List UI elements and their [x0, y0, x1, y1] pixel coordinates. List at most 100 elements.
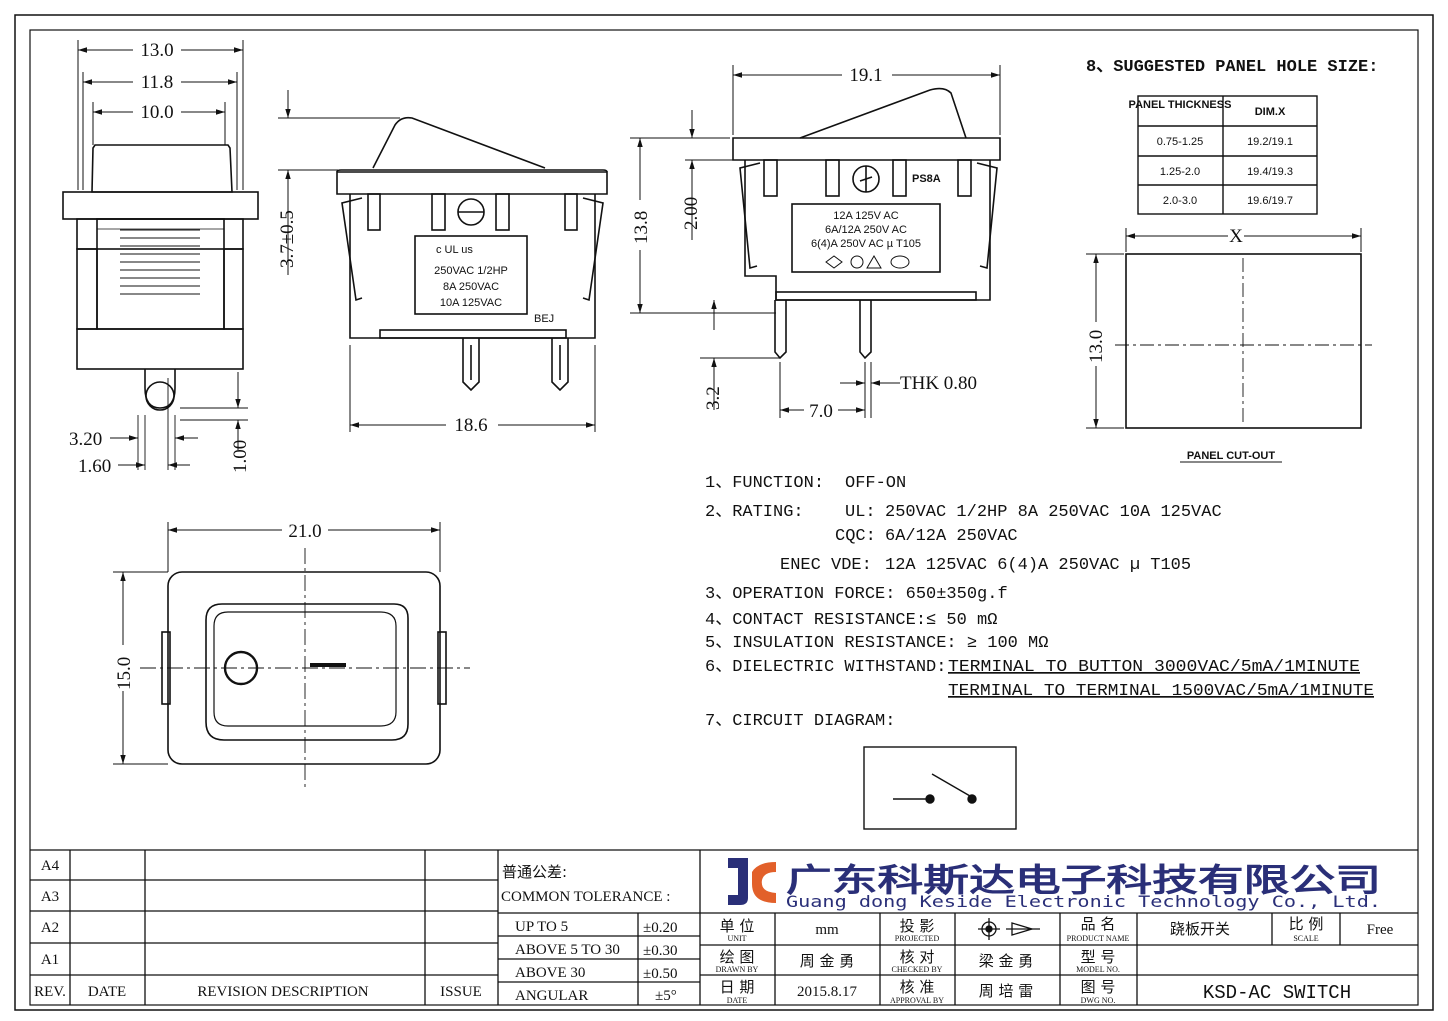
rev-row-a4: A4: [41, 858, 60, 874]
rear-view: [732, 87, 1001, 360]
title-block-grid: [30, 849, 1418, 1005]
dim-11-8: 11.8: [141, 72, 174, 93]
projection-symbol-icon: [978, 918, 1040, 940]
panel-row-1-thickness: 0.75-1.25: [1157, 136, 1203, 148]
tolerance-title-en: COMMON TOLERANCE :: [501, 889, 670, 905]
spec-dielectric-label: 6、DIELECTRIC WITHSTAND:: [705, 658, 946, 677]
rear-label-2: 6A/12A 250V AC: [825, 224, 907, 236]
side-view: [62, 144, 259, 470]
drawn-by-en: DRAWN BY: [716, 965, 759, 974]
spec-enec-value: 12A 125VAC 6(4)A 250VAC µ T105: [885, 556, 1191, 575]
rev-row-a1: A1: [41, 952, 59, 968]
rev-row-a3: A3: [41, 889, 59, 905]
side-view-dimensions: [77, 40, 248, 468]
company-logo: [728, 858, 776, 905]
front-view-dimensions: [278, 90, 596, 432]
spec-function-value: OFF-ON: [845, 474, 906, 493]
front-label-3: 10A 125VAC: [440, 297, 502, 309]
dim-13-0: 13.0: [140, 40, 173, 61]
rear-label-1: 12A 125V AC: [833, 210, 898, 222]
spec-cqc-value: 6A/12A 250VAC: [885, 527, 1018, 546]
spec-ul-label: UL:: [845, 503, 876, 522]
rev-header-issue: ISSUE: [440, 984, 482, 1000]
spec-ul-value: 250VAC 1/2HP 8A 250VAC 10A 125VAC: [885, 503, 1222, 522]
dim-2-00: 2.00: [681, 197, 702, 230]
dwg-no-en: DWG NO.: [1081, 996, 1116, 1005]
panel-x-label: X: [1229, 226, 1243, 247]
drawn-by-cn: 绘 图: [720, 948, 755, 966]
drawn-by-value: 周 金 勇: [800, 952, 855, 970]
panel-row-3-dim: 19.6/19.7: [1247, 195, 1293, 207]
ul-mark: c UL us: [436, 244, 473, 256]
spec-cqc-label: CQC:: [835, 527, 876, 546]
panel-row-2-dim: 19.4/19.3: [1247, 166, 1293, 178]
tol-row-1-value: ±0.20: [643, 920, 677, 936]
model-en: MODEL NO.: [1076, 965, 1120, 974]
inner-border: [29, 29, 1419, 1006]
outer-border: [14, 14, 1434, 1011]
spec-dielectric-2: TERMINAL TO TERMINAL 1500VAC/5mA/1MINUTE: [948, 682, 1374, 701]
dwg-no-value: KSD-AC SWITCH: [1203, 982, 1351, 1004]
dim-15-0: 15.0: [114, 657, 135, 690]
dim-19-1: 19.1: [849, 65, 882, 86]
scale-en: SCALE: [1293, 934, 1318, 943]
rev-header-rev: REV.: [34, 984, 66, 1000]
panel-dim-13-0: 13.0: [1086, 330, 1107, 363]
spec-dielectric-1: TERMINAL TO BUTTON 3000VAC/5mA/1MINUTE: [948, 658, 1360, 677]
product-name-value: 跷板开关: [1170, 920, 1230, 938]
company-name-cn: 广东科斯达电子科技有限公司: [786, 861, 1381, 899]
date-value: 2015.8.17: [797, 984, 858, 1000]
rev-header-description: REVISION DESCRIPTION: [197, 984, 368, 1000]
product-name-cn: 品 名: [1081, 915, 1116, 933]
dim-1-60: 1.60: [78, 456, 111, 477]
panel-row-3-thickness: 2.0-3.0: [1163, 195, 1197, 207]
top-view-centerlines: [140, 548, 470, 790]
approval-en: APPROVAL BY: [890, 996, 944, 1005]
dim-18-6: 18.6: [454, 415, 487, 436]
dim-21-0: 21.0: [288, 521, 321, 542]
panel-title: 8、SUGGESTED PANEL HOLE SIZE:: [1086, 58, 1378, 77]
projected-en: PROJECTED: [895, 934, 940, 943]
date-cn: 日 期: [720, 978, 755, 996]
dwg-no-cn: 图 号: [1081, 978, 1116, 996]
spec-force: 3、OPERATION FORCE: 650±350g.f: [705, 585, 1008, 604]
tol-row-4-label: ANGULAR: [515, 988, 588, 1004]
circuit-diagram: [863, 746, 1017, 830]
front-label-1: 250VAC 1/2HP: [434, 265, 508, 277]
checked-by-cn: 核 对: [900, 948, 935, 966]
cert-marks: [825, 255, 910, 269]
tol-row-2-label: ABOVE 5 TO 30: [515, 942, 620, 958]
spec-rating-label: 2、RATING:: [705, 503, 804, 522]
projected-cn: 投 影: [900, 917, 935, 935]
front-view: [336, 116, 608, 392]
panel-table: [1137, 95, 1318, 215]
unit-cn: 单 位: [720, 917, 755, 935]
panel-cutout: [1125, 253, 1362, 429]
tol-row-4-value: ±5°: [655, 988, 677, 1004]
dim-3-7: 3.7±0.5: [277, 210, 298, 268]
dim-13-8: 13.8: [631, 211, 652, 244]
tol-row-1-label: UP TO 5: [515, 919, 568, 935]
checked-by-value: 梁 金 勇: [979, 952, 1034, 970]
tol-row-3-value: ±0.50: [643, 966, 677, 982]
spec-enec-label: ENEC VDE:: [780, 556, 872, 575]
spec-insulation: 5、INSULATION RESISTANCE: ≥ 100 MΩ: [705, 634, 1048, 653]
spec-contact: 4、CONTACT RESISTANCE:≤ 50 mΩ: [705, 611, 997, 630]
approval-value: 周 培 雷: [979, 982, 1034, 1000]
tolerance-title-cn: 普通公差:: [502, 863, 567, 881]
product-name-en: PRODUCT NAME: [1067, 934, 1130, 943]
date-en: DATE: [727, 996, 748, 1005]
rear-ps8a: PS8A: [912, 173, 941, 185]
company-name-en: Guang dong Keside Electronic Technology …: [786, 892, 1381, 911]
panel-header-dimx: DIM.X: [1255, 106, 1286, 118]
front-bej: BEJ: [534, 313, 554, 325]
scale-value: Free: [1367, 922, 1394, 938]
dim-7-0: 7.0: [809, 401, 833, 422]
unit-en: UNIT: [727, 934, 746, 943]
panel-cutout-label: PANEL CUT-OUT: [1187, 450, 1275, 462]
scale-cn: 比 例: [1289, 915, 1324, 933]
panel-row-1-dim: 19.2/19.1: [1247, 136, 1293, 148]
tol-row-3-label: ABOVE 30: [515, 965, 585, 981]
tol-row-2-value: ±0.30: [643, 943, 677, 959]
